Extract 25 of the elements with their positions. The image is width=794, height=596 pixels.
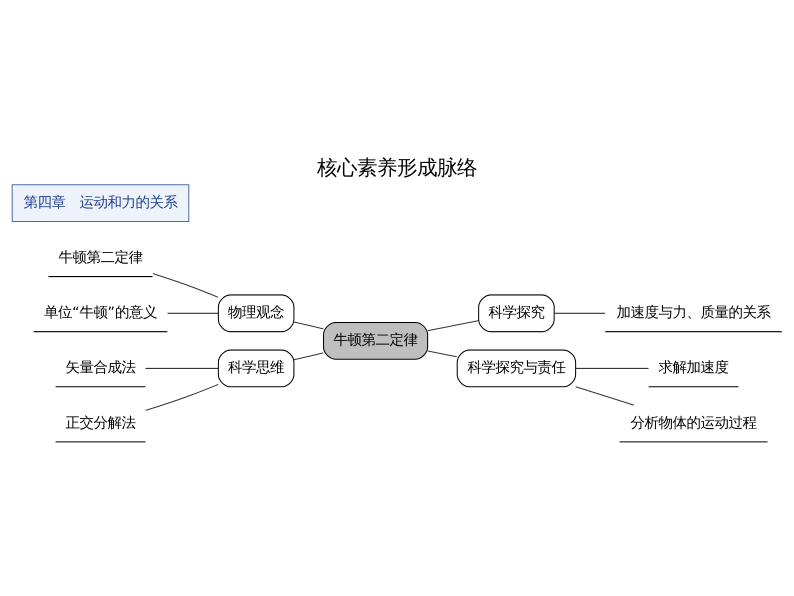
node-text: 求解加速度	[658, 360, 729, 376]
connector	[146, 368, 218, 369]
connector	[168, 312, 218, 314]
node-box: 牛顿第二定律	[323, 322, 428, 360]
node-text: 牛顿第二定律	[58, 250, 142, 266]
diagram-title: 核心素养形成脉络	[317, 155, 477, 180]
connector	[576, 386, 634, 406]
connector	[554, 312, 605, 314]
node-box: 物理观念	[218, 294, 294, 332]
node-text: 加速度与力、质量的关系	[616, 305, 771, 322]
node-box: 科学思维	[218, 350, 294, 388]
connector	[576, 368, 649, 369]
connector	[428, 320, 479, 332]
connector	[294, 321, 324, 330]
connector	[146, 384, 218, 411]
node-box: 科学探究	[478, 294, 555, 332]
node-text: 分析物体的运动过程	[630, 415, 757, 432]
connector	[294, 352, 324, 360]
node-text: 矢量合成法	[65, 360, 136, 376]
node-text: 正交分解法	[65, 415, 136, 432]
label: 第四章 运动和力的关系	[23, 194, 178, 211]
connector	[428, 350, 457, 358]
connector	[152, 273, 218, 298]
node-box: 科学探究与责任	[456, 350, 576, 388]
node-text: 单位“牛顿”的意义	[44, 305, 157, 322]
